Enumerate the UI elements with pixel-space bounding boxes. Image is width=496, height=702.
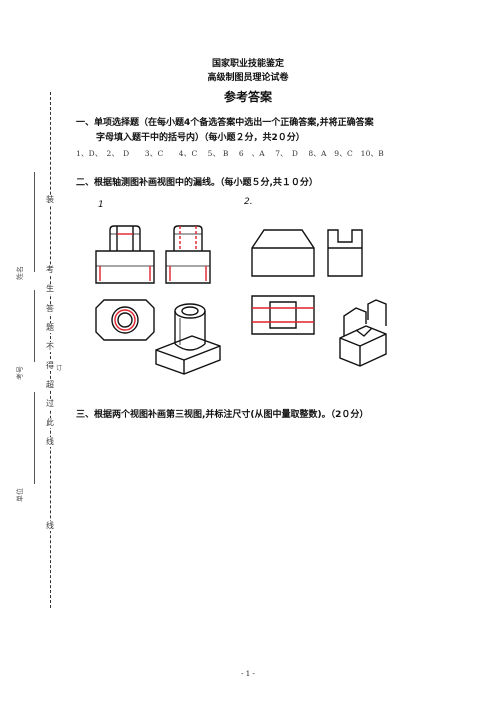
top-view: [251, 295, 315, 335]
unit-label: 单位: [16, 488, 24, 502]
front-view-missing-lines: [99, 233, 151, 281]
margin-char: 得: [44, 361, 56, 371]
top-view-missing-circle: [114, 309, 136, 331]
front-view: [95, 225, 155, 284]
margin-char: 不: [44, 342, 56, 352]
isometric-view: [339, 299, 387, 367]
unit-rule: [34, 392, 35, 484]
id-rule: [34, 290, 35, 362]
name-rule: [34, 172, 35, 272]
section-2-heading: 二、根据轴测图补画视图中的漏线。（每小题５分,共１０分）: [76, 178, 318, 188]
page-number: - 1 -: [241, 670, 255, 678]
margin-char: 装: [44, 195, 56, 205]
figure-1-number: 1: [98, 200, 104, 210]
margin-char: 考: [44, 265, 56, 275]
section-1-heading: 一、单项选择题（在每小题4个备选答案中选出一个正确答案,并将正确答案: [76, 118, 374, 128]
margin-char: 题: [44, 323, 56, 333]
margin-char: 过: [44, 399, 56, 409]
side-view: [165, 225, 211, 284]
margin-char: 此: [44, 418, 56, 428]
margin-subchar: 订: [56, 365, 63, 372]
isometric-view: [155, 303, 221, 375]
name-label: 姓名: [16, 266, 24, 280]
top-view-missing-lines: [252, 307, 314, 323]
figure-2-drawings: [251, 229, 387, 367]
margin-char: 线: [44, 521, 56, 531]
side-view-missing-lines: [169, 226, 207, 281]
figure-2-number: 2.: [244, 197, 253, 207]
figure-1-drawings: [95, 225, 221, 375]
header-line-1: 国家职业技能鉴定: [211, 59, 284, 69]
top-view: [95, 299, 155, 341]
header-line-2: 高级制图员理论试卷: [207, 73, 289, 83]
section-1-heading-cont: 字母填入题干中的括号内）（每小题２分，共2０分）: [96, 133, 305, 143]
section-1-answers: 1、D、 2、 D 3、C 4、C 5、 B 6 、A 7、 D 8、A 9、C…: [76, 149, 384, 158]
id-label: 考号: [16, 366, 24, 380]
page-title: 参考答案: [223, 90, 272, 104]
front-view: [251, 229, 315, 277]
margin-char: 生: [44, 284, 56, 294]
margin-char: 超: [44, 380, 56, 390]
margin-char: 答: [44, 304, 56, 314]
section-3-heading: 三、根据两个视图补画第三视图,并标注尺寸(从图中量取整数)。（2０分）: [76, 410, 369, 420]
margin-char: 线: [44, 437, 56, 447]
side-view: [327, 229, 363, 277]
